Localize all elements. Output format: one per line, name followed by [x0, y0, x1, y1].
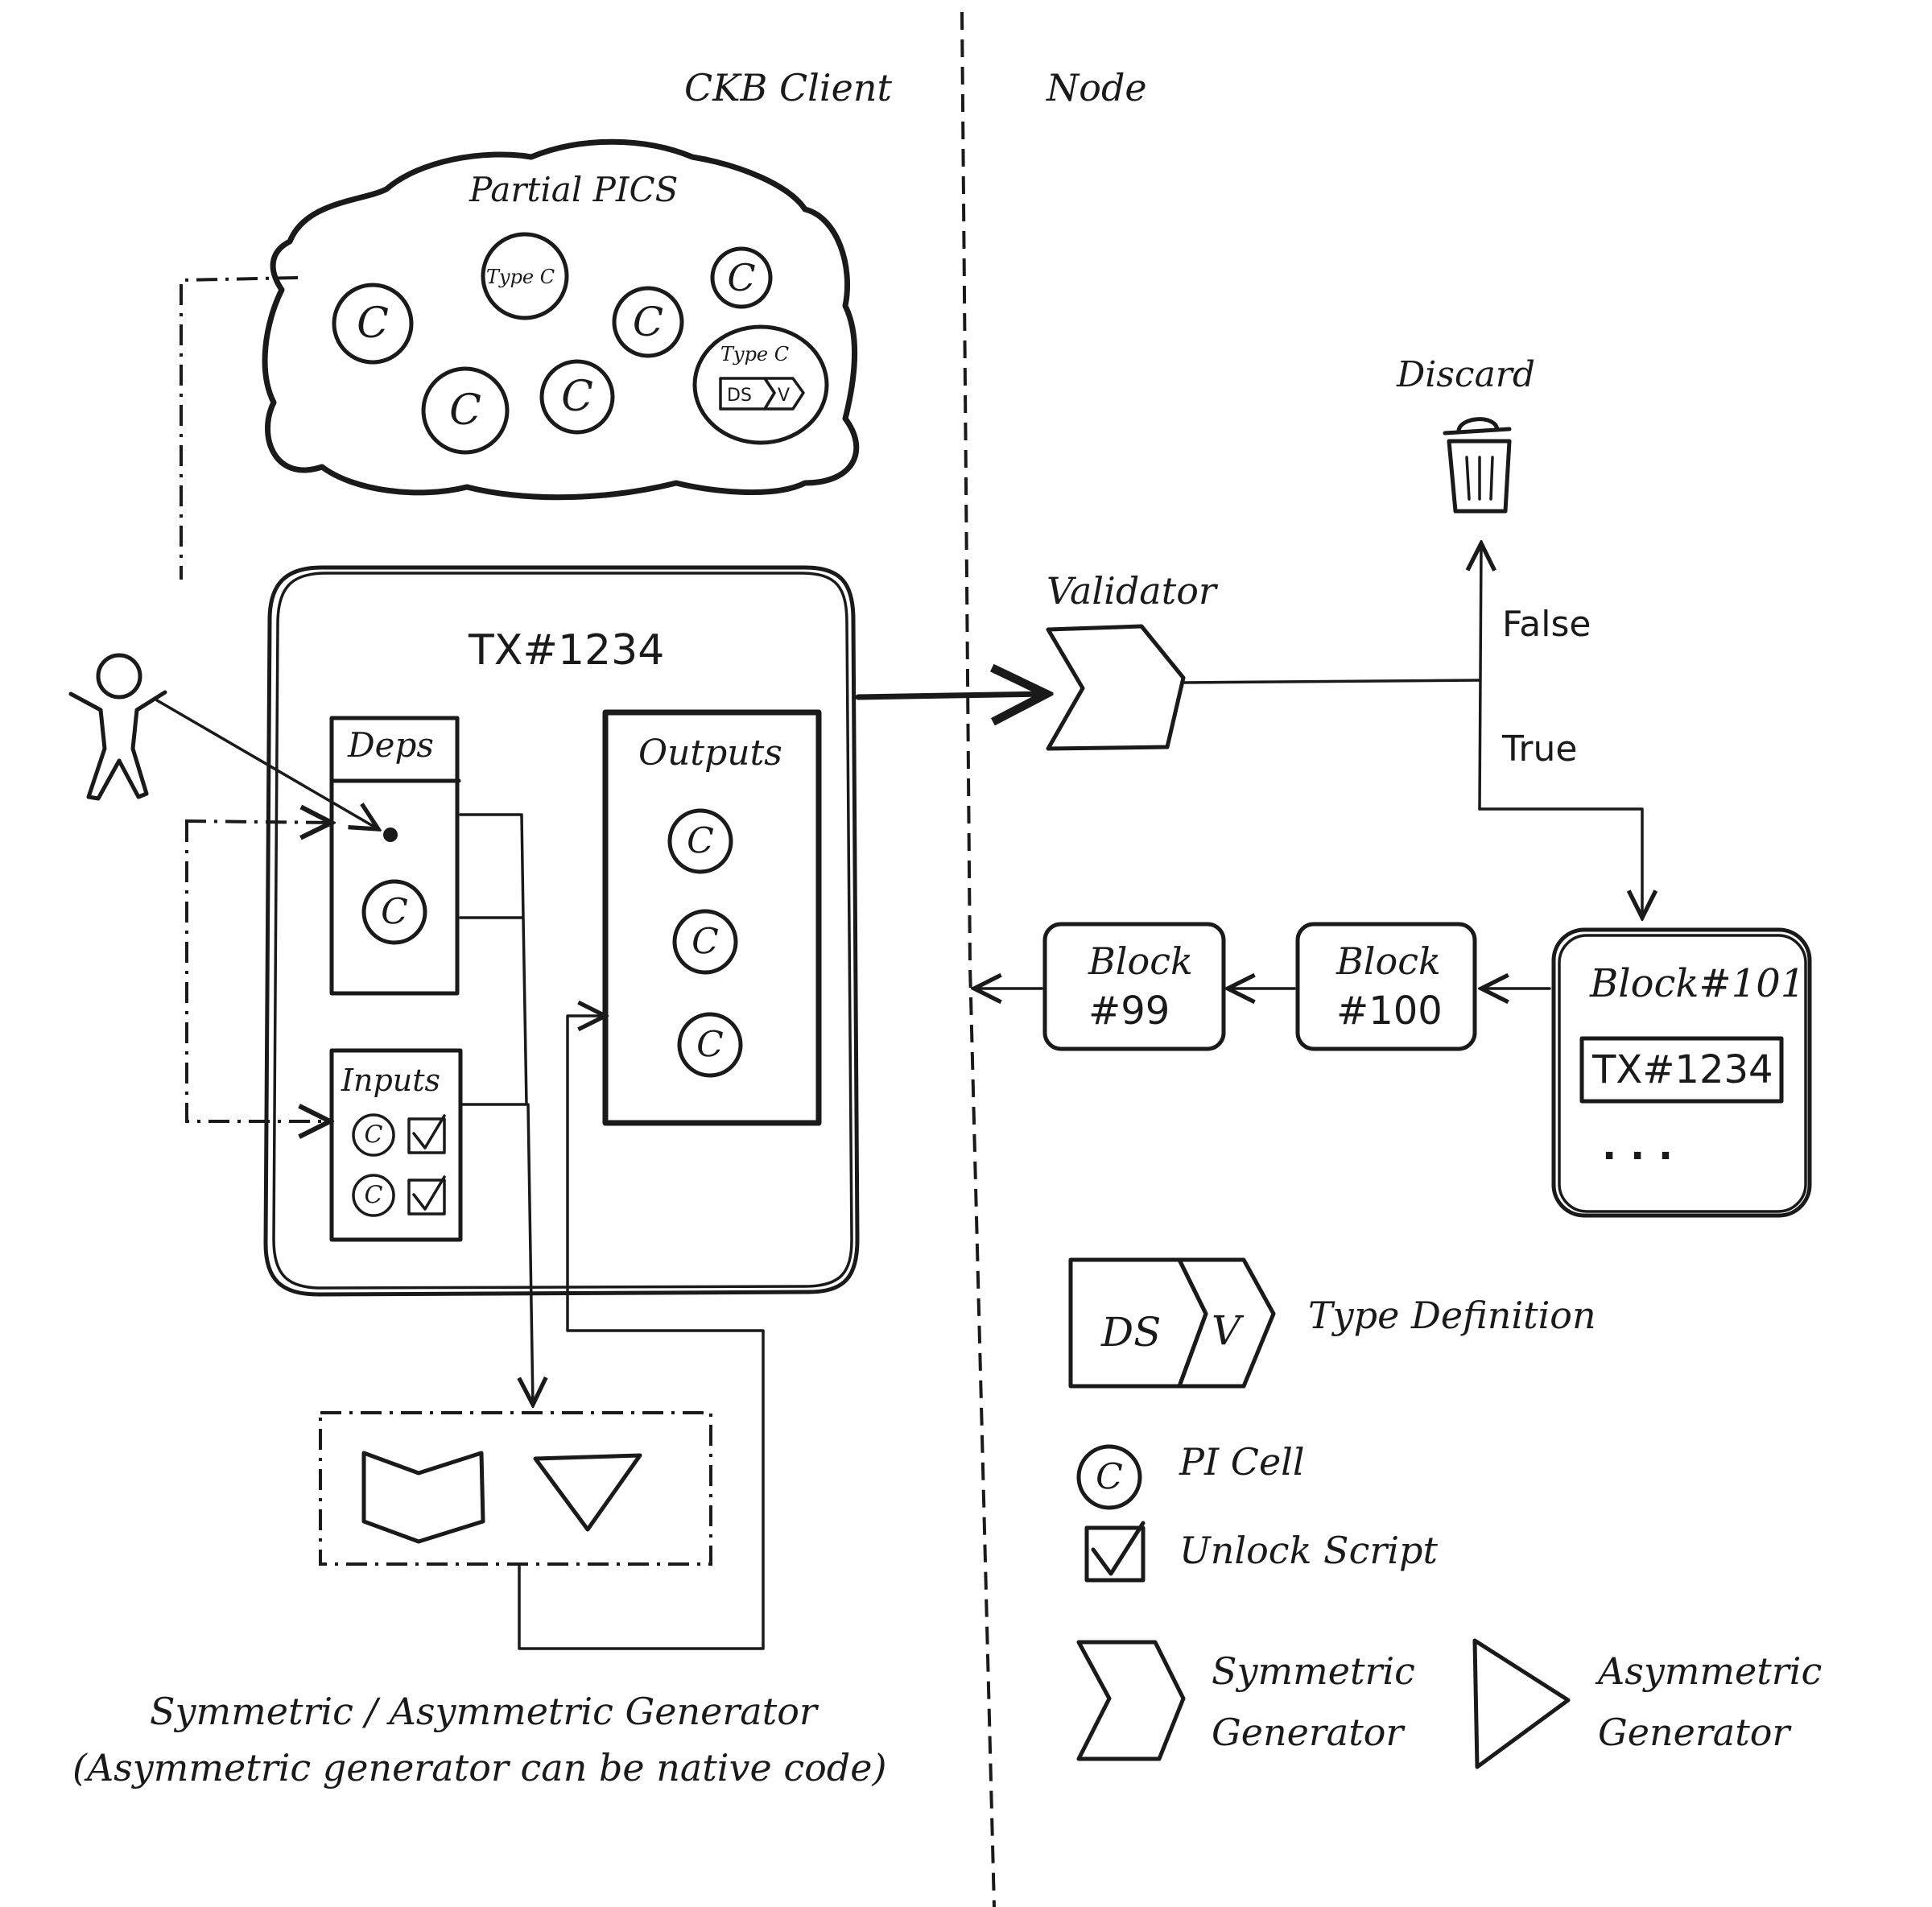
cell-glyph: C [687, 821, 714, 862]
legend-unlock-script: Unlock Script [1179, 1529, 1438, 1572]
pi-cell-icon [612, 286, 684, 358]
transaction-title: TX#1234 [468, 626, 664, 675]
cell-glyph: C [691, 922, 719, 963]
legend-symmetric-generator-icon [1076, 1640, 1186, 1761]
block-100-box [1295, 922, 1477, 1051]
cell-glyph: C [365, 1121, 383, 1150]
false-label: False [1502, 604, 1591, 645]
outputs-box [602, 709, 822, 1126]
cloud-type-c-cell-2 [692, 324, 829, 445]
legend-pi-cell-icon [1076, 1444, 1142, 1510]
unlock-script-icon [407, 1175, 446, 1216]
legend-symmetric-line1: Symmetric [1212, 1649, 1415, 1693]
true-label: True [1501, 729, 1577, 770]
cell-glyph: C [1096, 1457, 1123, 1498]
deps-to-generator-line [459, 813, 533, 1405]
node-label: Node [1046, 66, 1147, 109]
generator-caption-line1: Symmetric / Asymmetric Generator [150, 1690, 819, 1733]
user-figure-icon [68, 653, 167, 801]
cell-glyph: C [357, 299, 389, 348]
pi-cell-icon [352, 1113, 395, 1157]
pi-cell-icon [677, 1012, 743, 1078]
generator-box [319, 1411, 712, 1566]
partial-pics-cloud: Partial PICS Type C C C C C C Type C DS … [262, 138, 860, 501]
legend-ds-label: DS [1100, 1309, 1161, 1356]
cloud-type-c-label-1: Type C [486, 266, 555, 288]
pics-to-deps-dashed-arrow [184, 821, 332, 823]
inputs-box [329, 1048, 463, 1242]
cell-glyph: C [365, 1182, 383, 1210]
validator-icon [1046, 624, 1186, 751]
block-100-line2: #100 [1336, 989, 1443, 1034]
discard-label: Discard [1396, 354, 1535, 395]
block-101-title: Block#101 [1589, 961, 1805, 1006]
legend-asymmetric-line2: Generator [1598, 1711, 1792, 1754]
validator-label: Validator [1046, 569, 1219, 613]
true-branch-arrow [1478, 807, 1642, 918]
legend-asymmetric-generator-icon [1472, 1638, 1571, 1769]
legend-asymmetric-line1: Asymmetric [1595, 1649, 1822, 1693]
block-99-line2: #99 [1088, 989, 1170, 1034]
cloud-type-c-label-2: Type C [720, 343, 789, 365]
cloud-v-label: V [778, 386, 790, 406]
pics-to-tx-dashed-line [180, 276, 299, 580]
outputs-label: Outputs [638, 733, 782, 774]
inputs-label: Inputs [341, 1063, 440, 1098]
cell-glyph: C [727, 256, 755, 299]
block-101-box [1551, 927, 1812, 1218]
legend-type-definition: Type Definition [1308, 1294, 1596, 1337]
false-branch-arrow [1480, 543, 1481, 811]
cloud-ds-label: DS [727, 386, 752, 406]
pi-cell-icon [421, 366, 510, 455]
block-99-line1: Block [1088, 939, 1193, 983]
pics-to-inputs-dashed-arrow [185, 821, 330, 1121]
pi-cell-icon [672, 909, 738, 975]
asymmetric-generator-icon [533, 1453, 642, 1532]
cloud-type-c-cell-1 [481, 232, 569, 320]
transaction-box [263, 565, 860, 1297]
partial-pics-title: Partial PICS [469, 170, 678, 209]
legend-v-label: V [1212, 1307, 1245, 1354]
legend-unlock-script-icon [1084, 1521, 1146, 1583]
pi-cell-icon [710, 246, 773, 309]
client-node-divider [960, 11, 996, 1907]
block-100-line1: Block [1335, 939, 1441, 983]
cell-glyph: C [381, 892, 408, 933]
pi-cell-icon [539, 359, 615, 435]
cell-glyph: C [561, 373, 593, 421]
generator-to-outputs-line [518, 1016, 765, 1650]
block-101-tx-box [1579, 1036, 1784, 1104]
type-definition-icon: DS V [719, 377, 805, 411]
legend-symmetric-line2: Generator [1212, 1711, 1406, 1754]
trash-icon [1443, 417, 1512, 514]
deps-label: Deps [347, 725, 434, 765]
deps-box [329, 716, 461, 996]
pi-cell-icon [332, 283, 414, 365]
block-101-more: . . . [1602, 1124, 1673, 1169]
ckb-client-label: CKB Client [684, 66, 892, 109]
cell-glyph: C [633, 299, 663, 345]
pi-cell-icon [352, 1174, 395, 1217]
unlock-script-icon [407, 1114, 446, 1154]
legend-type-definition-icon [1068, 1257, 1276, 1389]
cell-glyph: C [449, 386, 481, 435]
tx-to-validator-arrow [855, 694, 1046, 697]
symmetric-generator-icon [361, 1451, 485, 1544]
dep-pointer-dot [383, 828, 398, 842]
legend-pi-cell: PI Cell [1179, 1440, 1305, 1484]
pi-cell-icon [361, 879, 427, 945]
cell-glyph: C [696, 1025, 724, 1066]
pi-cell-icon [667, 808, 733, 874]
generator-caption-line2: (Asymmetric generator can be native code… [72, 1746, 886, 1789]
validator-output-line [1182, 679, 1481, 684]
block-99-box [1042, 922, 1226, 1051]
block-101-tx-label: TX#1234 [1591, 1047, 1773, 1092]
